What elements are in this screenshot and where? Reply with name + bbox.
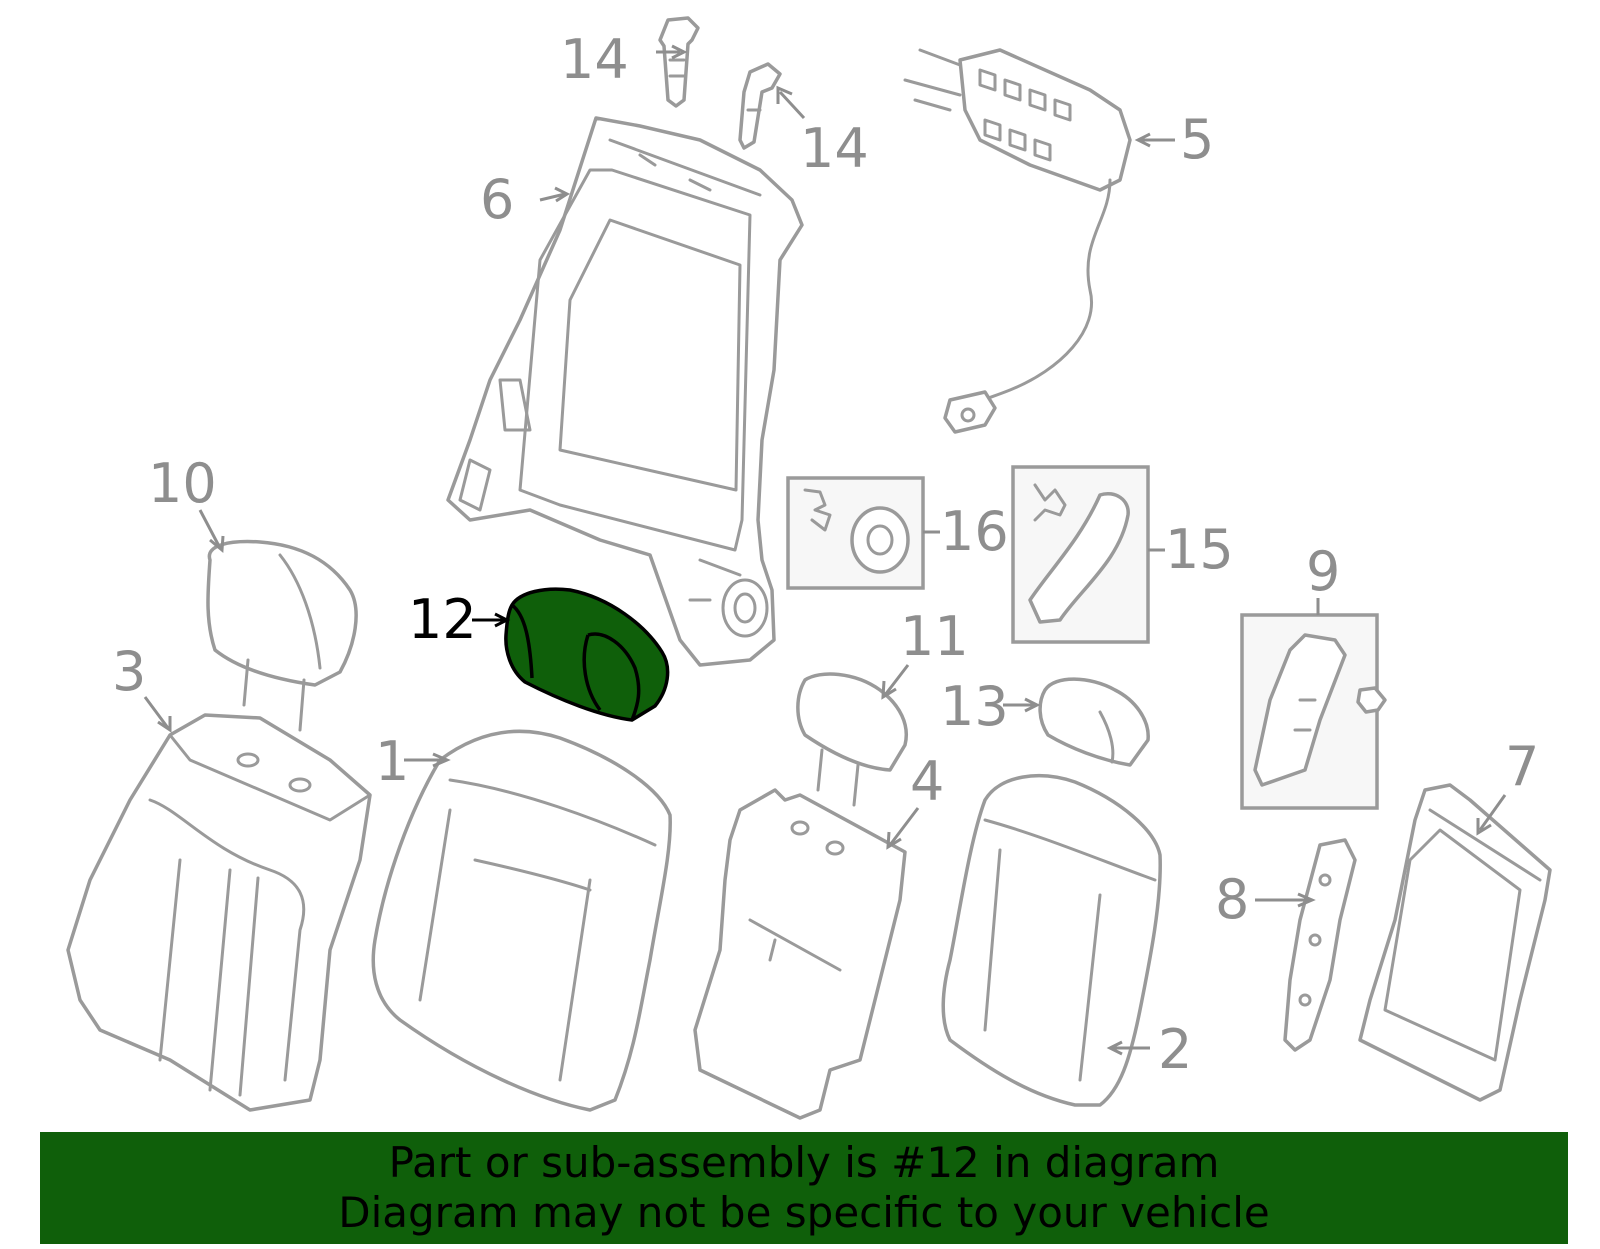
part-3-seat-back-cover[interactable] [66,713,372,1112]
callout-7: 7 [1505,735,1539,798]
part-6-seat-back-frame[interactable] [446,116,804,667]
part-14-clip-left[interactable] [658,16,700,108]
part-9-inset[interactable] [1240,613,1387,810]
part-14-clip-right[interactable] [738,62,782,150]
part-12-shape[interactable] [504,587,670,722]
part-11-headrest[interactable] [796,672,908,807]
leader-lines [143,44,1507,1056]
part-13-headrest-pad[interactable] [1038,677,1150,767]
part-10-headrest[interactable] [206,539,358,732]
callout-5: 5 [1180,108,1214,171]
callout-3: 3 [112,640,146,703]
part-4-seat-back-panel[interactable] [693,788,907,1120]
part-1-seat-back-pad[interactable] [371,729,672,1112]
banner-line-disclaimer: Diagram may not be specific to your vehi… [338,1188,1270,1237]
exploded-seat-diagram: 14 14 5 6 10 16 15 9 12 11 3 13 7 1 4 8 … [66,16,1552,1120]
callout-9: 9 [1306,540,1340,603]
callout-14-left: 14 [560,28,629,91]
callout-4: 4 [910,750,944,813]
callout-1: 1 [375,730,409,793]
callout-10: 10 [148,452,217,515]
callout-12: 12 [408,588,477,651]
part-info-banner: Part or sub-assembly is #12 in diagram D… [40,1132,1568,1244]
part-12-highlighted-headrest-pad[interactable] [504,587,670,722]
part-7-seat-back-frame[interactable] [1358,783,1552,1102]
callout-15: 15 [1165,518,1234,581]
part-5-lumbar-support[interactable] [903,48,1132,434]
part-15-inset[interactable] [1011,465,1150,644]
callout-8: 8 [1215,868,1249,931]
callout-11: 11 [900,605,969,668]
callout-16: 16 [940,500,1009,563]
callout-6: 6 [480,168,514,231]
part-2-seat-back-pad[interactable] [941,774,1162,1107]
callout-13: 13 [940,675,1009,738]
callout-14-right: 14 [800,117,869,180]
callout-2: 2 [1158,1018,1192,1081]
part-8-bracket[interactable] [1283,838,1357,1052]
callout-labels: 14 14 5 6 10 16 15 9 12 11 3 13 7 1 4 8 … [112,28,1539,1081]
banner-line-part-number: Part or sub-assembly is #12 in diagram [388,1138,1220,1187]
part-16-inset[interactable] [786,476,925,590]
